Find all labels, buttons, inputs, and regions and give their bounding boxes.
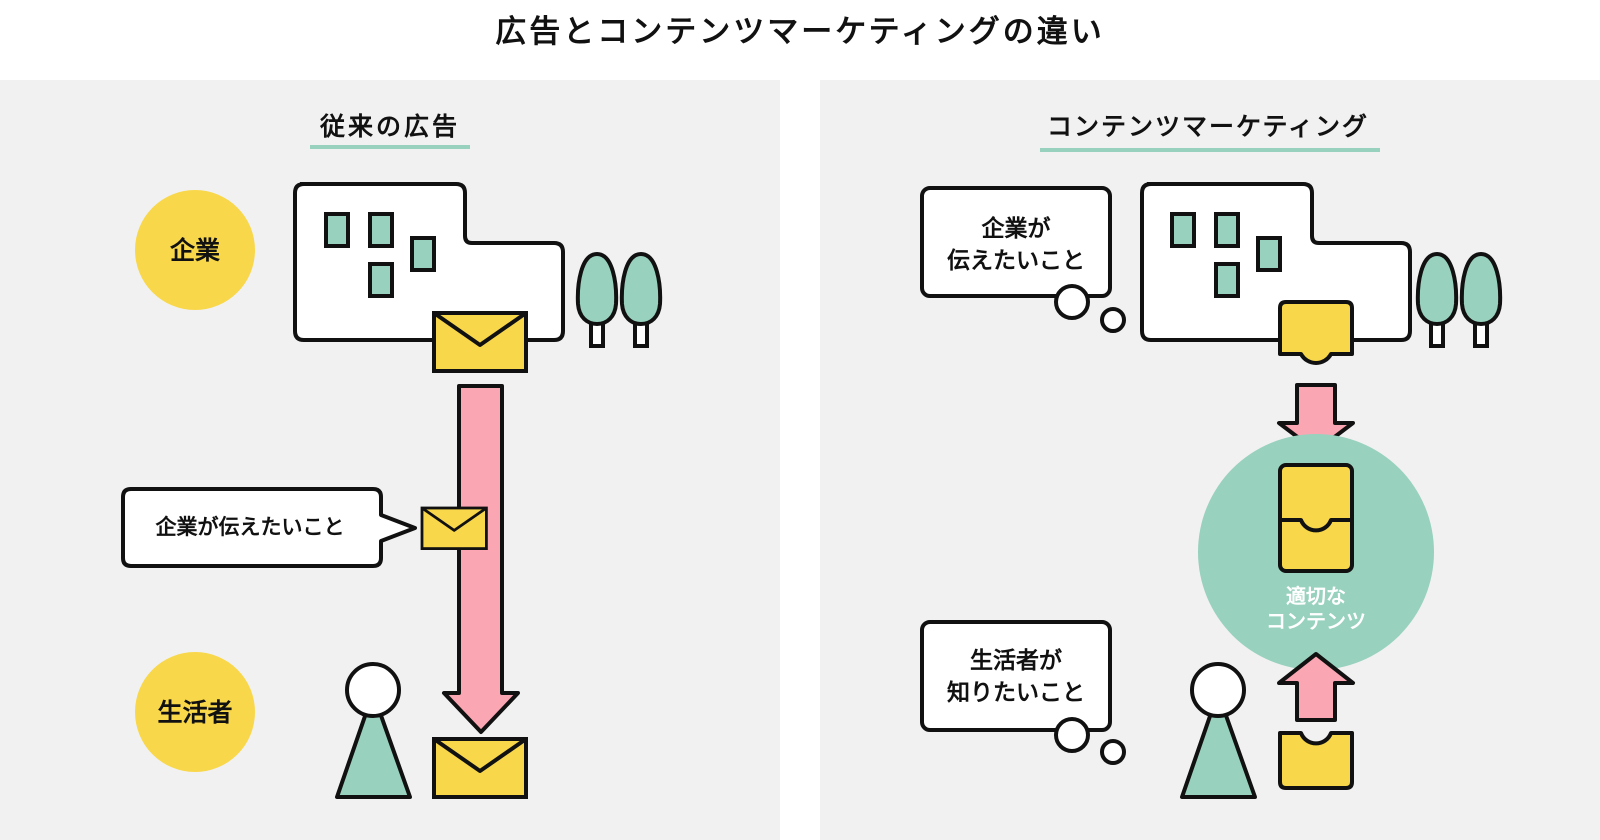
company-thought-line1: 企業が	[981, 215, 1051, 242]
company-thought-line2: 伝えたいこと	[947, 248, 1085, 274]
page-title: 広告とコンテンツマーケティングの違い	[495, 14, 1105, 50]
up-arrow	[1277, 652, 1355, 722]
speech-bubble-text: 企業が伝えたいこと	[155, 515, 345, 539]
speech-bubble	[121, 487, 417, 568]
consumer-badge	[135, 652, 255, 772]
company-badge	[135, 190, 255, 310]
puzzle-piece-icon	[1278, 731, 1354, 790]
consumer-thought-line1: 生活者が	[970, 647, 1062, 674]
thought-dot	[1100, 307, 1126, 333]
puzzle-piece-icon	[1278, 300, 1354, 365]
circle-label-line1: 適切な	[1286, 584, 1346, 608]
consumer-thought-bubble	[920, 620, 1112, 732]
down-arrow	[442, 384, 520, 734]
person-icon	[335, 662, 412, 799]
consumer-badge-label: 生活者	[157, 698, 232, 727]
left-heading: 従来の広告	[319, 112, 460, 141]
company-thought-bubble	[920, 186, 1112, 298]
combined-content-icon	[1278, 463, 1354, 573]
thought-dot	[1054, 717, 1090, 753]
thought-dot	[1100, 739, 1126, 765]
right-heading: コンテンツマーケティング	[1047, 112, 1369, 141]
envelope-icon	[420, 506, 488, 550]
envelope-icon	[432, 737, 528, 799]
envelope-icon	[432, 311, 528, 373]
consumer-thought-line2: 知りたいこと	[947, 679, 1085, 706]
thought-dot	[1054, 284, 1090, 320]
circle-label-line2: コンテンツ	[1266, 609, 1366, 633]
person-icon	[1180, 662, 1257, 799]
company-badge-label: 企業	[170, 236, 220, 265]
